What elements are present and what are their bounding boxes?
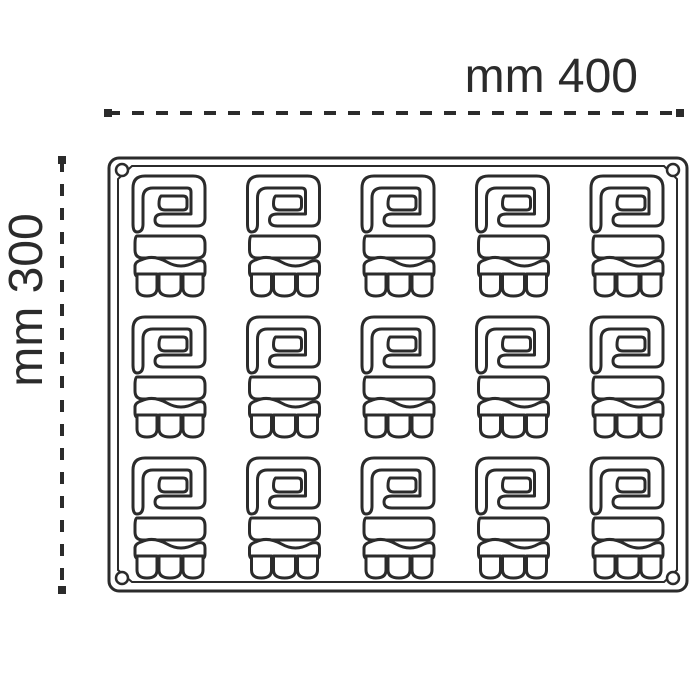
width-dimension-line (104, 109, 684, 117)
swirl-knot-icon (589, 174, 665, 298)
corner-hole-icon (114, 570, 130, 586)
height-dimension-line (58, 156, 66, 594)
swirl-knot-icon (131, 315, 207, 439)
cavity-grid (131, 174, 665, 580)
corner-hole-icon (665, 570, 681, 586)
swirl-knot-icon (360, 456, 436, 580)
swirl-knot-icon (131, 456, 207, 580)
swirl-knot-icon (246, 315, 321, 439)
corner-hole-icon (114, 162, 130, 178)
swirl-knot-icon (475, 456, 550, 580)
swirl-knot-icon (589, 456, 665, 580)
corner-holes (114, 162, 681, 586)
swirl-knot-icon (475, 174, 550, 298)
swirl-knot-icon (131, 174, 207, 298)
swirl-knot-icon (589, 315, 665, 439)
swirl-knot-icon (475, 315, 550, 439)
corner-hole-icon (665, 162, 681, 178)
swirl-knot-icon (246, 456, 321, 580)
height-label: mm 300 (0, 213, 53, 386)
swirl-knot-icon (360, 174, 436, 298)
swirl-knot-icon (246, 174, 321, 298)
width-label: mm 400 (465, 50, 638, 103)
swirl-knot-icon (360, 315, 436, 439)
